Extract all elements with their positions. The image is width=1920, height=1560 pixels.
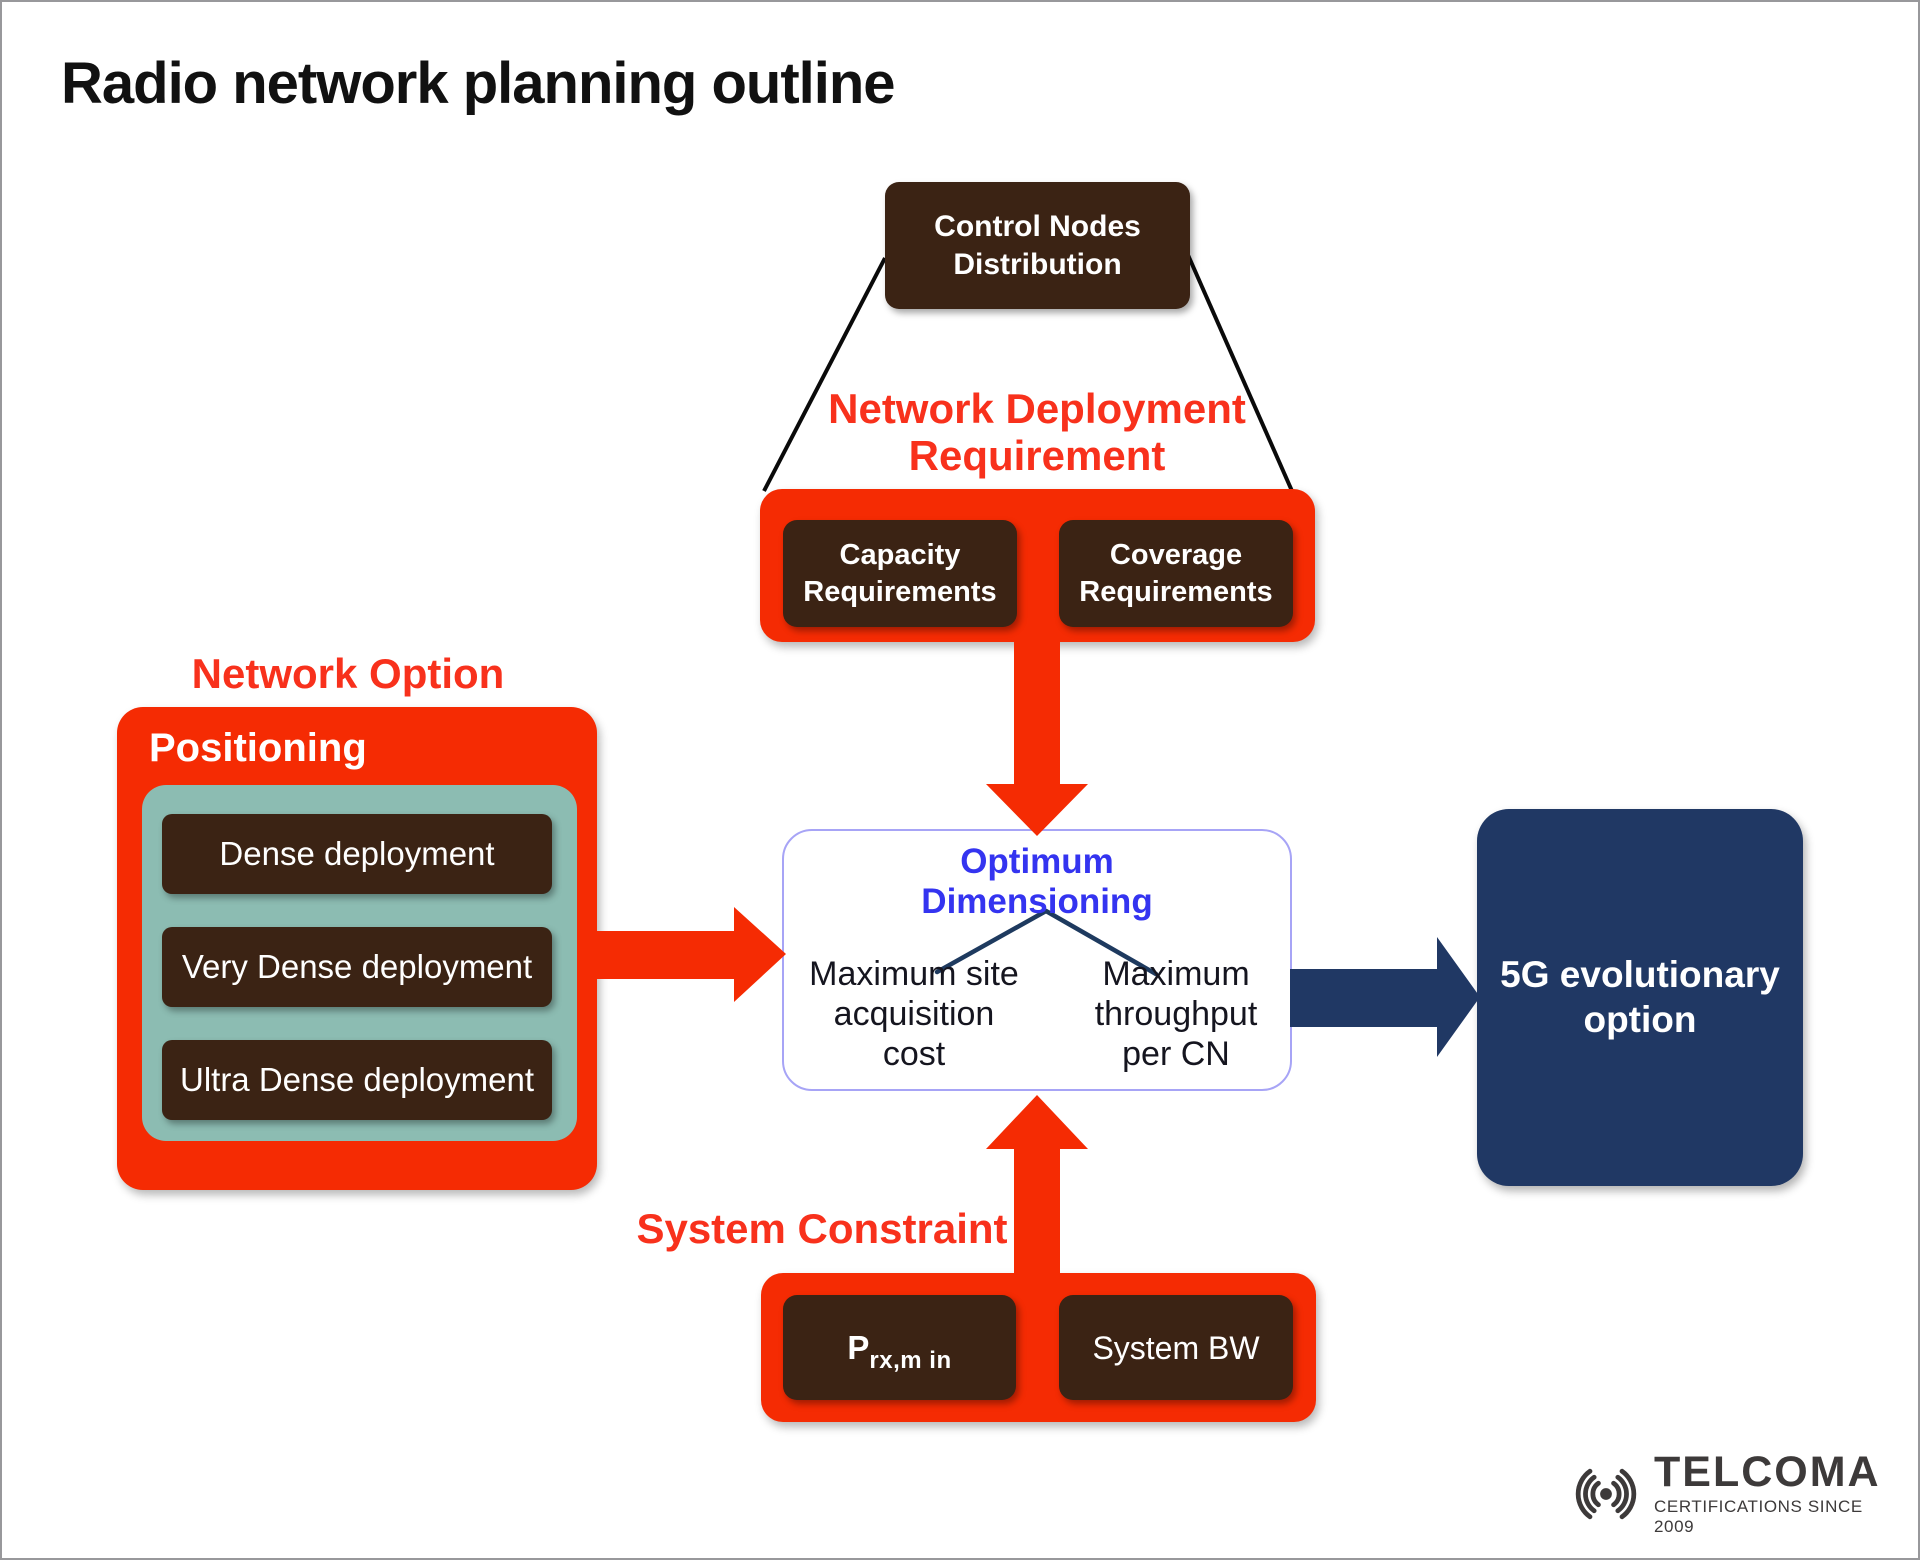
telcoma-logo-tagline: CERTIFICATIONS SINCE 2009: [1654, 1497, 1863, 1536]
prx-min-box: Prx,m in: [783, 1295, 1016, 1400]
ultra-dense-deployment-box: Ultra Dense deployment: [162, 1040, 552, 1120]
control-nodes-label: Control Nodes Distribution: [934, 210, 1141, 281]
coverage-requirements-label: Coverage Requirements: [1079, 539, 1273, 608]
optimum-dimensioning-box: Optimum Dimensioning Maximum site acquis…: [782, 829, 1292, 1091]
optimum-dimensioning-title: Optimum Dimensioning: [921, 842, 1153, 921]
system-constraint-heading: System Constraint: [636, 1205, 1008, 1252]
ultra-dense-deployment-label: Ultra Dense deployment: [179, 1061, 534, 1099]
dense-deployment-label: Dense deployment: [219, 835, 495, 873]
telcoma-logo: TELCOMA CERTIFICATIONS SINCE 2009: [1562, 1451, 1892, 1537]
arrow-down-requirements-to-optimum: [986, 638, 1088, 836]
telcoma-logo-text: TELCOMA CERTIFICATIONS SINCE 2009: [1654, 1451, 1892, 1537]
very-dense-deployment-label: Very Dense deployment: [181, 948, 533, 986]
capacity-requirements-box: Capacity Requirements: [783, 520, 1017, 627]
max-throughput-per-cn-label: Maximum throughput per CN: [1094, 955, 1258, 1074]
prx-min-label: Prx,m in: [847, 1328, 952, 1374]
max-site-acquisition-cost-label: Maximum site acquisition cost: [809, 955, 1019, 1074]
positioning-label: Positioning: [149, 726, 367, 770]
evolutionary-option-box: 5G evolutionary option: [1477, 809, 1803, 1186]
page-title: Radio network planning outline: [61, 51, 896, 116]
arrow-right-network-option-to-optimum: [590, 907, 786, 1002]
telcoma-signal-icon: [1575, 1468, 1637, 1520]
evolutionary-option-label: 5G evolutionary option: [1500, 954, 1780, 1040]
system-bw-box: System BW: [1059, 1295, 1293, 1400]
system-bw-label: System BW: [1092, 1329, 1260, 1366]
arrow-right-optimum-to-5g: [1290, 937, 1480, 1057]
network-deployment-heading: Network Deployment Requirement: [828, 385, 1246, 480]
dense-deployment-box: Dense deployment: [162, 814, 552, 894]
control-nodes-box: Control Nodes Distribution: [885, 182, 1190, 309]
coverage-requirements-box: Coverage Requirements: [1059, 520, 1293, 627]
very-dense-deployment-box: Very Dense deployment: [162, 927, 552, 1007]
network-option-heading: Network Option: [191, 650, 505, 697]
capacity-requirements-label: Capacity Requirements: [803, 539, 997, 608]
telcoma-logo-name: TELCOMA: [1654, 1448, 1881, 1496]
